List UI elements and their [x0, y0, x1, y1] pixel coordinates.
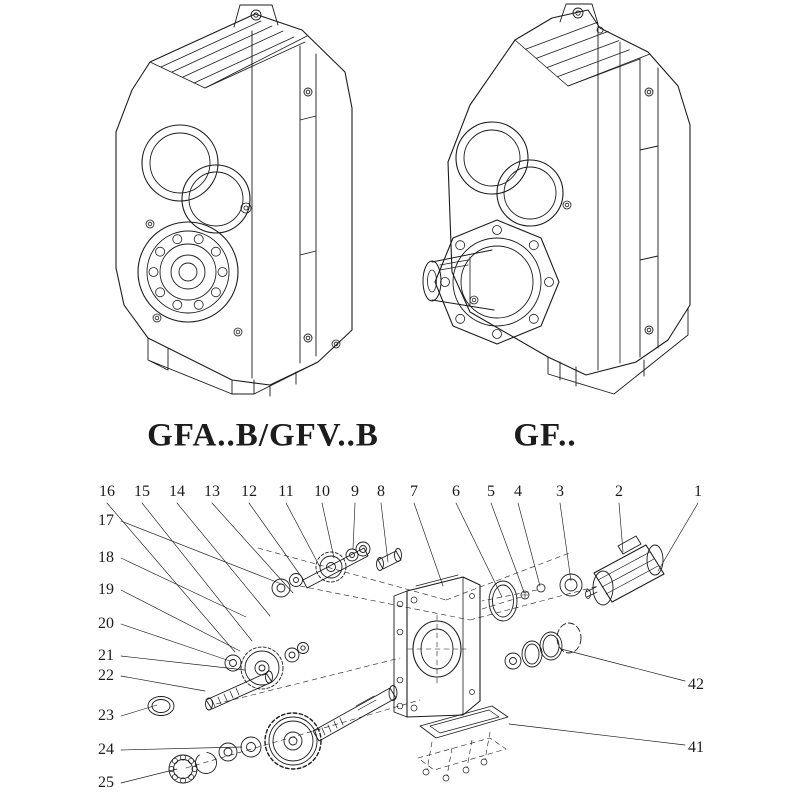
shim-rings	[504, 622, 582, 670]
output-shaft-exploded	[312, 685, 398, 742]
fasteners	[520, 583, 546, 600]
motor-bearing	[559, 573, 583, 597]
base-gasket	[419, 705, 509, 782]
part-callout-18: 18	[98, 549, 114, 566]
part-callout-12: 12	[241, 483, 257, 500]
part-callout-2: 2	[615, 483, 623, 500]
part-callout-41: 41	[688, 739, 704, 756]
part-callout-20: 20	[98, 615, 114, 632]
part-callout-16: 16	[99, 483, 115, 500]
part-callout-22: 22	[98, 667, 114, 684]
output-flange	[434, 219, 560, 345]
part-callout-7: 7	[410, 483, 418, 500]
part-callout-6: 6	[452, 483, 460, 500]
housing-gasket	[488, 580, 518, 622]
part-callout-42: 42	[688, 676, 704, 693]
mounting-feet	[547, 307, 689, 395]
cooling-ribs	[149, 20, 308, 89]
gearbox-drawing-gf	[422, 3, 691, 395]
part-callout-8: 8	[377, 483, 385, 500]
part-callout-24: 24	[98, 741, 114, 758]
leader-lines	[106, 502, 699, 784]
part-callout-11: 11	[278, 483, 294, 500]
intermediate-gear-cluster	[224, 642, 309, 690]
construction-lines	[185, 547, 599, 777]
housing-outline	[447, 3, 691, 376]
part-callout-4: 4	[514, 483, 522, 500]
output-shaft	[422, 249, 495, 311]
input-pinion-shaft	[205, 670, 273, 711]
part-callout-5: 5	[487, 483, 495, 500]
part-callout-15: 15	[134, 483, 150, 500]
model-label-gfab-gfvb: GFA..B/GFV..B	[147, 417, 379, 454]
exploded-view	[106, 502, 699, 784]
part-callout-25: 25	[98, 774, 114, 791]
part-callout-21: 21	[98, 647, 114, 664]
retaining-ring	[147, 696, 175, 716]
output-gear	[264, 712, 322, 770]
mounting-feet	[147, 337, 319, 397]
part-callout-9: 9	[351, 483, 359, 500]
side-panel	[299, 45, 317, 364]
part-callout-10: 10	[314, 483, 330, 500]
side-panel	[639, 57, 659, 358]
part-callout-14: 14	[169, 483, 185, 500]
gearbox-drawing-gfab	[115, 4, 353, 397]
input-bores	[141, 124, 251, 234]
gear-housing	[393, 574, 481, 718]
part-callout-3: 3	[556, 483, 564, 500]
output-bearing	[137, 221, 239, 323]
housing-outline	[115, 4, 353, 386]
part-callout-23: 23	[98, 707, 114, 724]
upper-shaft-assembly	[271, 541, 402, 598]
housing-screws	[469, 26, 604, 305]
part-callout-17: 17	[98, 512, 114, 529]
part-callout-1: 1	[694, 483, 702, 500]
housing-screws	[145, 202, 341, 349]
motor-unit	[585, 535, 665, 606]
input-bores	[455, 121, 564, 227]
cooling-ribs	[514, 21, 651, 87]
part-callout-19: 19	[98, 581, 114, 598]
part-callout-13: 13	[204, 483, 220, 500]
model-label-gf: GF..	[513, 417, 577, 454]
output-bearing-parts	[168, 736, 262, 784]
